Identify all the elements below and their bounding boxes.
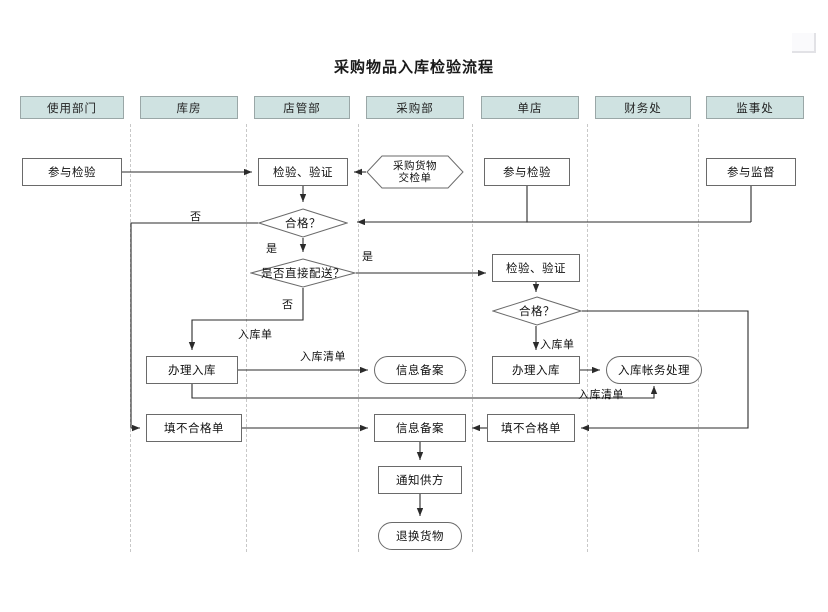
lane-header-0[interactable]: 使用部门 [20,96,124,119]
n-canyujiandu-label: 参与监督 [727,164,775,179]
lane-header-3[interactable]: 采购部 [366,96,464,119]
n-banliruku-1[interactable]: 办理入库 [146,356,238,384]
n-hege-1[interactable]: 合格？ [258,208,348,238]
lane-divider-4 [587,124,588,552]
n-jianyanyanzheng-2[interactable]: 检验、验证 [492,254,580,282]
lbl-shi-1: 是 [266,242,278,255]
lane-divider-3 [472,124,473,552]
n-banliruku-1-label: 办理入库 [168,362,216,377]
n-xinxibeian-1[interactable]: 信息备案 [374,356,466,384]
lbl-shi-2: 是 [362,250,374,263]
n-banliruku-2-label: 办理入库 [512,362,560,377]
n-tuihuanhuowu-label: 退换货物 [396,528,444,543]
lane-header-1[interactable]: 库房 [140,96,238,119]
n-jiaojiandan-label: 采购货物交检单 [393,159,437,184]
n-tianbuhege-2-label: 填不合格单 [501,420,561,435]
page-title: 采购物品入库检验流程 [333,58,494,76]
n-tongzhigongfang[interactable]: 通知供方 [378,466,462,494]
n-xinxibeian-2[interactable]: 信息备案 [374,414,466,442]
lbl-rukudan-2: 入库单 [540,338,575,351]
n-tongzhigongfang-label: 通知供方 [396,472,444,487]
n-hege-2[interactable]: 合格？ [492,296,582,326]
n-hege-1-label: 合格？ [285,215,321,230]
lane-divider-0 [130,124,131,552]
n-zhijiepeisong[interactable]: 是否直接配送？ [250,258,356,288]
n-jianyanyanzheng-1-label: 检验、验证 [273,164,333,179]
lane-divider-5 [698,124,699,552]
n-canyujiandu[interactable]: 参与监督 [706,158,796,186]
n-zhijiepeisong-label: 是否直接配送？ [261,265,345,280]
lbl-fou-1: 否 [190,210,202,223]
n-canyujianyan-1-label: 参与检验 [48,164,96,179]
n-tianbuhege-1[interactable]: 填不合格单 [146,414,242,442]
n-rukuzhangwu-label: 入库帐务处理 [618,362,690,377]
n-jianyanyanzheng-2-label: 检验、验证 [506,260,566,275]
n-xinxibeian-2-label: 信息备案 [396,420,444,435]
lbl-rukuqingdan-2: 入库清单 [578,388,624,401]
n-rukuzhangwu[interactable]: 入库帐务处理 [606,356,702,384]
n-canyujianyan-2-label: 参与检验 [503,164,551,179]
n-xinxibeian-1-label: 信息备案 [396,362,444,377]
n-tianbuhege-1-label: 填不合格单 [164,420,224,435]
lbl-rukudan-1: 入库单 [238,328,273,341]
lbl-rukuqingdan-1: 入库清单 [300,350,346,363]
n-canyujianyan-2[interactable]: 参与检验 [484,158,570,186]
n-tuihuanhuowu[interactable]: 退换货物 [378,522,462,550]
n-canyujianyan-1[interactable]: 参与检验 [22,158,122,186]
n-hege-2-label: 合格？ [519,303,555,318]
lbl-fou-2: 否 [282,298,294,311]
lane-header-2[interactable]: 店管部 [254,96,350,119]
n-banliruku-2[interactable]: 办理入库 [492,356,580,384]
corner-bracket-icon [792,33,816,53]
lane-header-5[interactable]: 财务处 [595,96,691,119]
n-jianyanyanzheng-1[interactable]: 检验、验证 [258,158,348,186]
n-jiaojiandan[interactable]: 采购货物交检单 [366,155,464,189]
lane-header-4[interactable]: 单店 [481,96,579,119]
lane-divider-2 [358,124,359,552]
lane-header-6[interactable]: 监事处 [706,96,804,119]
n-tianbuhege-2[interactable]: 填不合格单 [487,414,575,442]
